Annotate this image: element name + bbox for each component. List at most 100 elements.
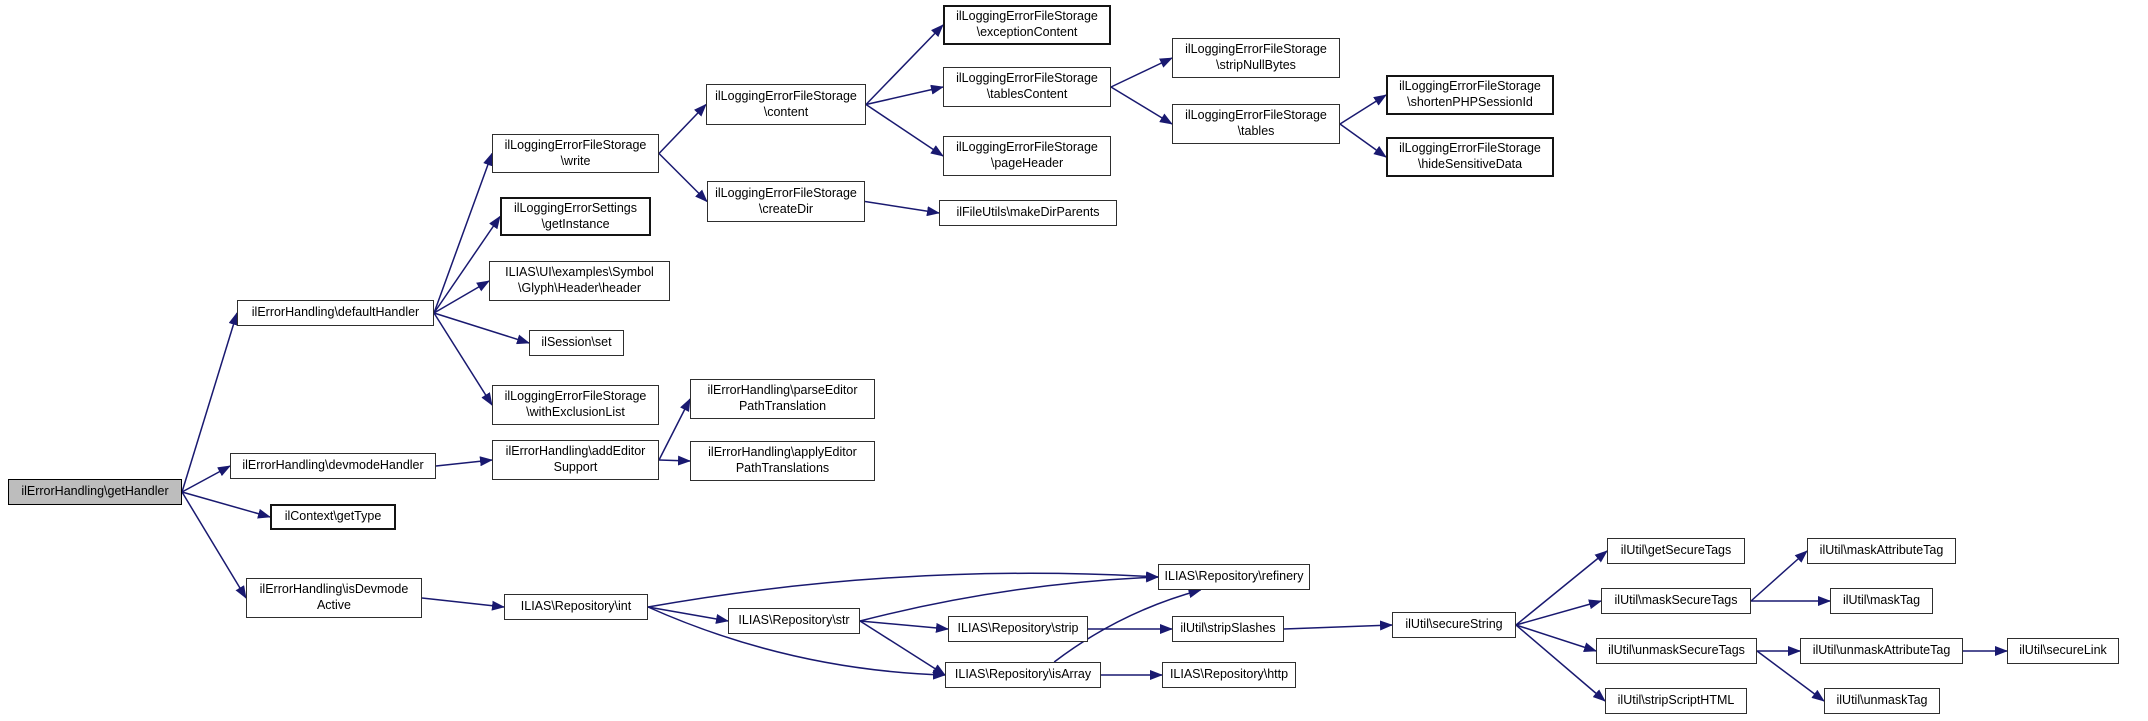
graph-node-maskTag[interactable]: ilUtil\maskTag [1830, 588, 1933, 614]
edge-defaultHandler-to-getInstance [433, 215, 501, 314]
edge-tablesContent-to-tables [1110, 86, 1173, 125]
graph-node-label: ilLoggingErrorFileStorage [1399, 141, 1541, 156]
graph-node-secureLink[interactable]: ilUtil\secureLink [2007, 638, 2119, 664]
graph-node-devmodeHandler[interactable]: ilErrorHandling\devmodeHandler [230, 453, 436, 479]
graph-node-intNode[interactable]: ILIAS\Repository\int [504, 594, 648, 620]
graph-node-headerNode[interactable]: ILIAS\UI\examples\Symbol\Glyph\Header\he… [489, 261, 670, 301]
graph-node-stripNullBytes[interactable]: ilLoggingErrorFileStorage\stripNullBytes [1172, 38, 1340, 78]
graph-node-content[interactable]: ilLoggingErrorFileStorage\content [706, 84, 866, 125]
graph-node-tablesContent[interactable]: ilLoggingErrorFileStorage\tablesContent [943, 67, 1111, 107]
edge-intNode-to-strNode [647, 606, 729, 624]
edge-intNode-to-refinery [647, 571, 1159, 608]
graph-node-label: ilLoggingErrorFileStorage [956, 71, 1098, 86]
graph-node-label: ilSession\set [541, 335, 612, 350]
graph-node-label: ilLoggingErrorFileStorage [1185, 108, 1327, 123]
edge-unmaskSecureTags-to-unmaskTag [1756, 650, 1825, 702]
graph-node-label: ilErrorHandling\addEditor [505, 444, 646, 459]
edge-strNode-to-isArray [859, 620, 946, 676]
graph-node-label: ILIAS\Repository\int [520, 599, 632, 614]
graph-node-sessionSet[interactable]: ilSession\set [529, 330, 624, 356]
graph-node-unmaskTag[interactable]: ilUtil\unmaskTag [1824, 688, 1940, 714]
edge-getHandler-to-devmodeHandler [181, 465, 231, 493]
graph-node-hideSensitiveData[interactable]: ilLoggingErrorFileStorage\hideSensitiveD… [1386, 137, 1554, 177]
graph-node-exceptionContent[interactable]: ilLoggingErrorFileStorage\exceptionConte… [943, 5, 1111, 45]
graph-node-label: ilErrorHandling\devmodeHandler [242, 458, 424, 473]
graph-node-label: ilUtil\getSecureTags [1620, 543, 1732, 558]
graph-node-label: ilUtil\unmaskTag [1836, 693, 1928, 708]
graph-node-label: \tables [1237, 124, 1275, 138]
graph-node-label: PathTranslations [735, 461, 830, 475]
graph-node-maskSecureTags[interactable]: ilUtil\maskSecureTags [1601, 588, 1751, 614]
graph-node-label: ILIAS\Repository\str [738, 613, 850, 628]
edge-content-to-pageHeader [865, 103, 944, 157]
graph-node-label: ILIAS\Repository\refinery [1164, 569, 1304, 584]
graph-node-getType[interactable]: ilContext\getType [270, 504, 396, 530]
graph-node-makeDirParents[interactable]: ilFileUtils\makeDirParents [939, 200, 1117, 226]
graph-node-refinery[interactable]: ILIAS\Repository\refinery [1158, 564, 1310, 590]
graph-node-createDir[interactable]: ilLoggingErrorFileStorage\createDir [707, 181, 865, 222]
edge-getHandler-to-isDevmodeActive [181, 491, 247, 599]
graph-node-maskAttributeTag[interactable]: ilUtil\maskAttributeTag [1807, 538, 1956, 564]
graph-node-defaultHandler[interactable]: ilErrorHandling\defaultHandler [237, 300, 434, 326]
graph-node-isArray[interactable]: ILIAS\Repository\isArray [945, 662, 1101, 688]
graph-node-label: ilErrorHandling\applyEditor [708, 445, 857, 460]
edge-createDir-to-makeDirParents [864, 200, 940, 217]
graph-node-label: ilErrorHandling\isDevmode [259, 582, 409, 597]
graph-node-label: ilUtil\stripSlashes [1180, 621, 1276, 636]
edge-maskSecureTags-to-maskAttributeTag [1750, 550, 1808, 602]
graph-node-getHandler[interactable]: ilErrorHandling\getHandler [8, 479, 182, 505]
graph-node-label: ilUtil\unmaskAttributeTag [1812, 643, 1951, 658]
graph-node-label: ilLoggingErrorFileStorage [715, 88, 857, 103]
graph-node-shortenPHPSessionId[interactable]: ilLoggingErrorFileStorage\shortenPHPSess… [1386, 75, 1554, 115]
graph-node-label: ilLoggingErrorFileStorage [1399, 79, 1541, 94]
graph-node-unmaskSecureTags[interactable]: ilUtil\unmaskSecureTags [1596, 638, 1757, 664]
graph-node-label: ilFileUtils\makeDirParents [956, 205, 1100, 220]
graph-node-label: ILIAS\Repository\isArray [954, 667, 1092, 682]
graph-node-label: ILIAS\Repository\http [1169, 667, 1289, 682]
edge-isDevmodeActive-to-intNode [421, 597, 505, 611]
edge-defaultHandler-to-withExclusionList [433, 312, 493, 406]
graph-node-label: \content [763, 104, 809, 119]
edge-getHandler-to-getType [181, 491, 271, 519]
graph-node-stripScriptHTML[interactable]: ilUtil\stripScriptHTML [1605, 688, 1747, 714]
graph-node-label: ilLoggingErrorFileStorage [715, 185, 857, 200]
edge-devmodeHandler-to-addEditorSupport [435, 456, 493, 467]
graph-node-label: \Glyph\Header\header [518, 281, 641, 295]
graph-node-pageHeader[interactable]: ilLoggingErrorFileStorage\pageHeader [943, 136, 1111, 176]
graph-node-getSecureTags[interactable]: ilUtil\getSecureTags [1607, 538, 1745, 564]
graph-node-label: PathTranslation [738, 399, 827, 413]
graph-node-label: ilUtil\secureString [1405, 617, 1503, 632]
graph-node-getInstance[interactable]: ilLoggingErrorSettings\getInstance [500, 197, 651, 236]
graph-node-unmaskAttributeTag[interactable]: ilUtil\unmaskAttributeTag [1800, 638, 1963, 664]
graph-node-label: ilLoggingErrorSettings [514, 200, 637, 215]
graph-node-stripNode[interactable]: ILIAS\Repository\strip [948, 616, 1088, 642]
graph-node-label: \stripNullBytes [1216, 58, 1296, 72]
edge-write-to-createDir [658, 152, 708, 203]
edge-tables-to-shortenPHPSessionId [1339, 94, 1387, 125]
edge-content-to-exceptionContent [865, 24, 944, 106]
graph-node-label: ILIAS\Repository\strip [957, 621, 1079, 636]
graph-node-tables[interactable]: ilLoggingErrorFileStorage\tables [1172, 104, 1340, 144]
graph-node-withExclusionList[interactable]: ilLoggingErrorFileStorage\withExclusionL… [492, 385, 659, 425]
graph-node-secureString[interactable]: ilUtil\secureString [1392, 612, 1516, 638]
graph-node-label: Support [553, 460, 598, 474]
graph-node-label: ilUtil\secureLink [2019, 643, 2107, 658]
graph-node-strNode[interactable]: ILIAS\Repository\str [728, 608, 860, 634]
graph-node-stripSlashes[interactable]: ilUtil\stripSlashes [1172, 616, 1284, 642]
graph-node-httpNode[interactable]: ILIAS\Repository\http [1162, 662, 1296, 688]
graph-node-write[interactable]: ilLoggingErrorFileStorage\write [492, 134, 659, 173]
edge-secureString-to-stripScriptHTML [1515, 624, 1606, 702]
graph-node-label: ilErrorHandling\getHandler [21, 484, 169, 499]
edge-defaultHandler-to-write [433, 152, 493, 314]
graph-node-label: ilLoggingErrorFileStorage [956, 140, 1098, 155]
graph-node-label: \shortenPHPSessionId [1407, 95, 1533, 109]
graph-node-label: ilUtil\unmaskSecureTags [1608, 643, 1745, 658]
edge-strNode-to-refinery [859, 572, 1159, 622]
edge-addEditorSupport-to-parseEditor [658, 398, 691, 461]
